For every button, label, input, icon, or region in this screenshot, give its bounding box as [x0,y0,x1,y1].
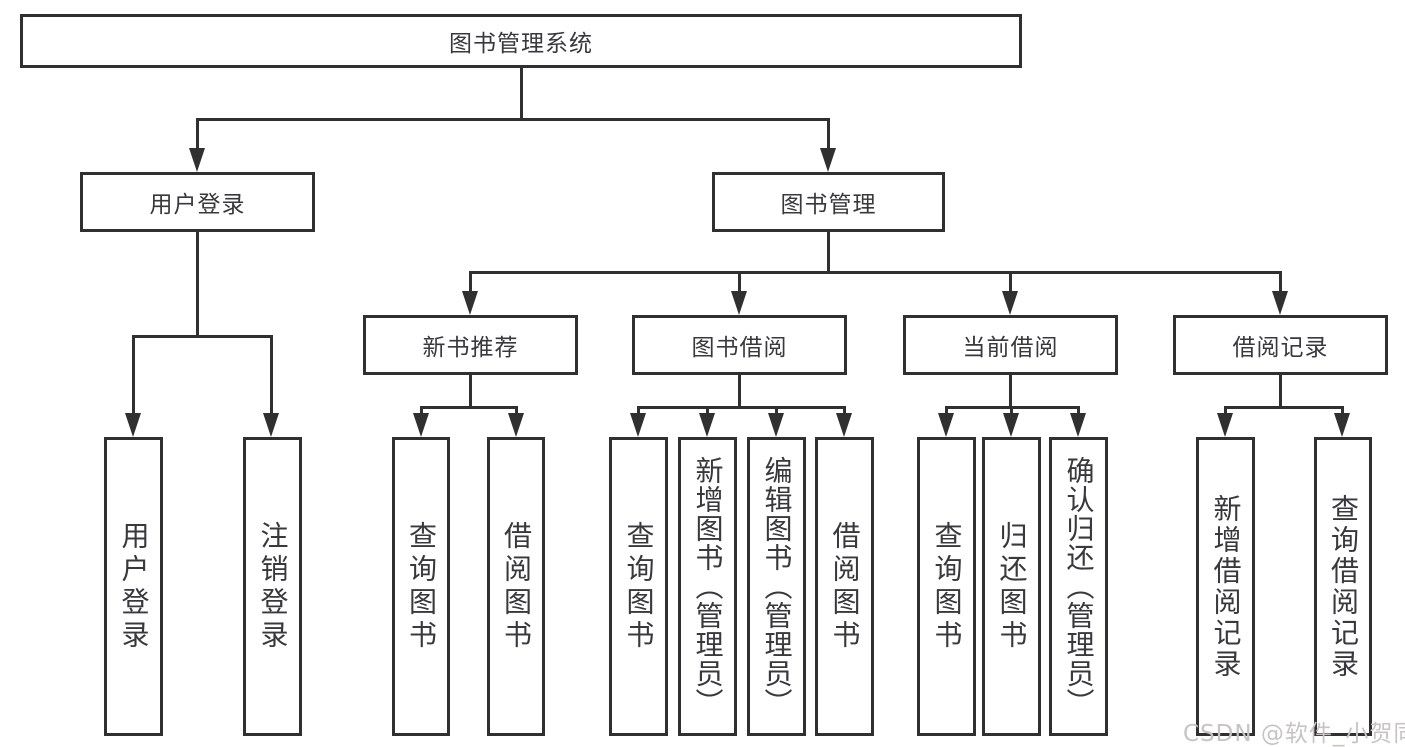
leaf-user-login: 用户登录 [104,437,163,736]
connector-line [132,335,135,415]
arrow-down-icon [1217,413,1233,437]
node-user-login-label: 用户登录 [149,192,246,218]
leaf-query-books-borrow-label: 查询图书 [622,520,656,653]
arrow-down-icon [768,413,784,437]
leaf-add-books-admin: 新增图书（管理员） [678,437,737,736]
connector-line [469,375,472,407]
leaf-add-books-admin-label: 新增图书（管理员） [691,456,725,717]
connector-line [196,118,830,121]
node-library-management-system: 图书管理系统 [20,14,1022,68]
arrow-down-icon [1334,413,1350,437]
leaf-edit-books-admin: 编辑图书（管理员） [747,437,806,736]
leaf-borrow-books-label: 借阅图书 [828,520,862,653]
connector-line [420,406,518,409]
connector-line [420,406,423,415]
leaf-borrow-books: 借阅图书 [815,437,874,736]
node-current-borrow-label: 当前借阅 [962,335,1059,361]
node-book-management: 图书管理 [712,172,945,232]
node-borrow-record-label: 借阅记录 [1232,335,1329,361]
leaf-borrow-books-recommend-label: 借阅图书 [500,520,533,653]
connector-line [843,406,846,415]
connector-line [132,335,273,338]
leaf-query-borrow-record-label: 查询借阅记录 [1327,493,1360,680]
connector-line [738,271,741,293]
leaf-confirm-return-admin-label: 确认归还（管理员） [1062,456,1096,717]
node-book-borrow-label: 图书借阅 [691,335,788,361]
leaf-add-borrow-record-label: 新增借阅记录 [1209,493,1243,680]
arrow-down-icon [938,413,954,437]
leaf-confirm-return-admin: 确认归还（管理员） [1049,437,1108,736]
connector-line [738,375,741,407]
leaf-user-login-label: 用户登录 [117,520,151,653]
connector-line [775,406,778,415]
connector-line [469,271,1281,274]
connector-line [1010,406,1013,415]
leaf-query-borrow-record: 查询借阅记录 [1314,437,1372,736]
node-current-borrow: 当前借阅 [903,315,1118,375]
node-user-login: 用户登录 [80,172,315,232]
leaf-edit-books-admin-label: 编辑图书（管理员） [760,456,794,717]
leaf-query-books-borrow: 查询图书 [609,437,668,736]
arrow-down-icon [125,413,141,437]
leaf-logout-login: 注销登录 [243,437,302,736]
leaf-return-books: 归还图书 [982,437,1041,736]
leaf-query-books-recommend: 查询图书 [392,437,450,736]
connector-line [1009,375,1012,407]
connector-line [196,232,199,336]
arrow-down-icon [699,413,715,437]
arrow-down-icon [820,148,836,172]
node-book-management-label: 图书管理 [780,192,877,218]
node-root-label: 图书管理系统 [449,31,593,57]
connector-line [1009,271,1012,293]
connector-line [515,406,518,415]
arrow-down-icon [413,413,429,437]
connector-line [270,335,273,415]
leaf-add-borrow-record: 新增借阅记录 [1196,437,1255,736]
arrow-down-icon [1272,291,1288,315]
node-new-book-recommend: 新书推荐 [363,315,578,375]
leaf-logout-login-label: 注销登录 [256,520,290,653]
connector-line [1224,406,1344,409]
csdn-watermark: CSDN @软件_小贺同学 [1183,721,1405,747]
connector-line [945,406,948,415]
node-book-borrow: 图书借阅 [632,315,847,375]
arrow-down-icon [1070,413,1086,437]
arrow-down-icon [1002,291,1018,315]
connector-line [827,232,830,272]
arrow-down-icon [1003,413,1019,437]
arrow-down-icon [462,291,478,315]
connector-line [196,118,199,150]
connector-line [520,68,523,119]
arrow-down-icon [189,148,205,172]
arrow-down-icon [731,291,747,315]
arrow-down-icon [263,413,279,437]
leaf-query-books-current-label: 查询图书 [930,520,964,653]
node-new-book-recommend-label: 新书推荐 [422,335,519,361]
node-borrow-record: 借阅记录 [1173,315,1388,375]
connector-line [1279,375,1282,407]
connector-line [637,406,640,415]
leaf-query-books-current: 查询图书 [917,437,976,736]
connector-line [706,406,709,415]
arrow-down-icon [630,413,646,437]
connector-line [469,271,472,293]
connector-line [827,118,830,150]
arrow-down-icon [836,413,852,437]
connector-line [637,406,846,409]
arrow-down-icon [508,413,524,437]
leaf-return-books-label: 归还图书 [995,520,1029,653]
leaf-query-books-recommend-label: 查询图书 [405,520,438,653]
connector-line [1341,406,1344,415]
connector-line [1077,406,1080,415]
leaf-borrow-books-recommend: 借阅图书 [487,437,545,736]
connector-line [1224,406,1227,415]
connector-line [1279,271,1282,293]
